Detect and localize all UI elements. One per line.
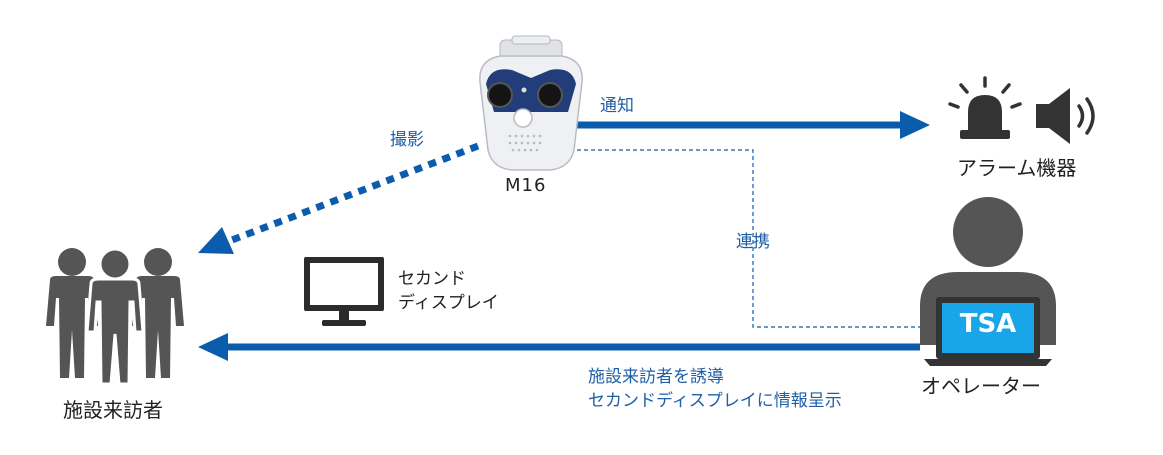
notify-arrow [570, 111, 930, 139]
second-display-label-line2: ディスプレイ [398, 293, 499, 313]
second-display-label-line1: セカンド [398, 269, 466, 289]
camera-icon [479, 35, 583, 171]
monitor-icon [304, 257, 384, 326]
laptop-icon [924, 297, 1052, 366]
alarm-label: アラーム機器 [957, 156, 1077, 180]
guide-label-line1: 施設来訪者を誘導 [588, 367, 724, 387]
link-label: 連携 [736, 232, 770, 252]
camera-label: M16 [505, 175, 547, 196]
capture-label: 撮影 [390, 130, 424, 150]
capture-arrow [198, 142, 480, 254]
people-icon [46, 247, 184, 386]
operator-label: オペレーター [921, 374, 1041, 398]
notify-label: 通知 [600, 96, 634, 116]
speaker-icon [1036, 88, 1095, 144]
guide-label-line2: セカンドディスプレイに情報呈示 [588, 391, 842, 411]
guide-arrow [198, 333, 920, 361]
visitors-label: 施設来訪者 [63, 398, 163, 422]
laptop-screen-text: TSA [959, 309, 1017, 339]
siren-icon [948, 76, 1022, 139]
link-connector [570, 149, 945, 328]
